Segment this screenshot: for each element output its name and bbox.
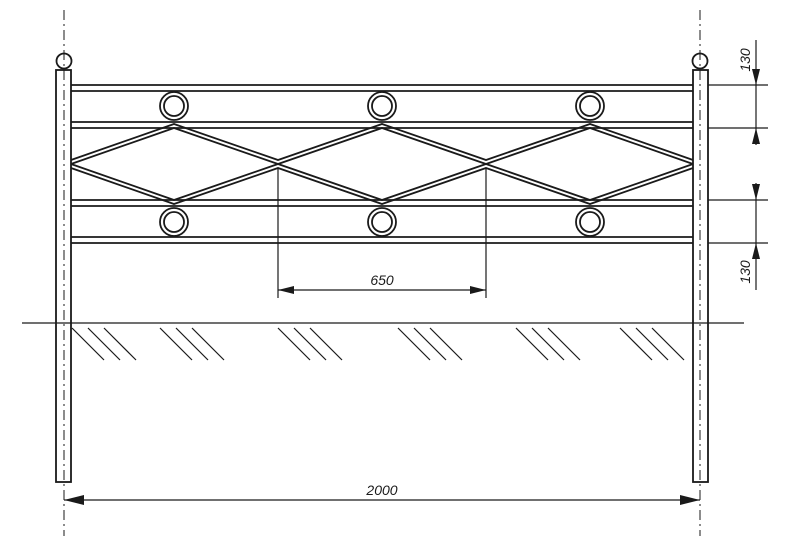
dimension-130-bottom: 130	[708, 183, 768, 290]
dimension-130-bottom-label: 130	[737, 260, 753, 284]
ring-top-2	[367, 91, 397, 121]
ring-bottom-2	[367, 207, 397, 237]
ring-top-3	[575, 91, 605, 121]
right-post-ball-cap	[691, 52, 709, 70]
dimension-650: 650	[277, 168, 487, 298]
ring-bottom-3	[575, 207, 605, 237]
left-post	[55, 52, 73, 483]
dimension-130-top: 130	[708, 40, 768, 145]
ground-hatching	[71, 327, 685, 361]
left-post-ball-cap	[55, 52, 73, 70]
ring-top-1	[159, 91, 189, 121]
right-post	[691, 52, 709, 483]
dimension-2000-label: 2000	[365, 482, 397, 498]
dimension-130-top-label: 130	[737, 48, 753, 72]
decorative-rings	[159, 91, 605, 237]
ring-bottom-1	[159, 207, 189, 237]
dimension-650-label: 650	[370, 272, 394, 288]
dimension-2000: 2000	[64, 482, 700, 505]
diamond-lattice	[70, 123, 694, 205]
